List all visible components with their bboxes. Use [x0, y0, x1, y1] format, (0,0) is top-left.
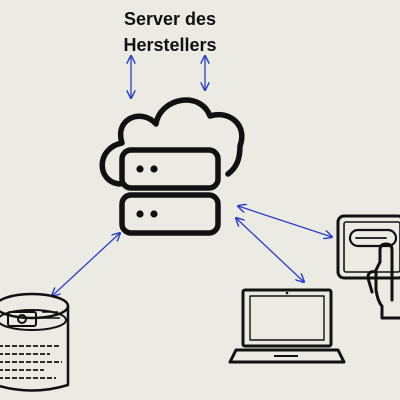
- manufacturer-server-label: Server des Herstellers: [100, 6, 240, 58]
- laptop-icon: [228, 288, 346, 364]
- label-line-2: Herstellers: [123, 35, 217, 55]
- arrow-server-meter: [52, 233, 120, 296]
- arrow-server-laptop: [236, 218, 304, 282]
- smart-meter-icon: [0, 292, 70, 392]
- label-line-1: Server des: [123, 9, 217, 29]
- cloud-server-icon: [99, 97, 245, 236]
- tablet-touch-icon: [336, 214, 400, 320]
